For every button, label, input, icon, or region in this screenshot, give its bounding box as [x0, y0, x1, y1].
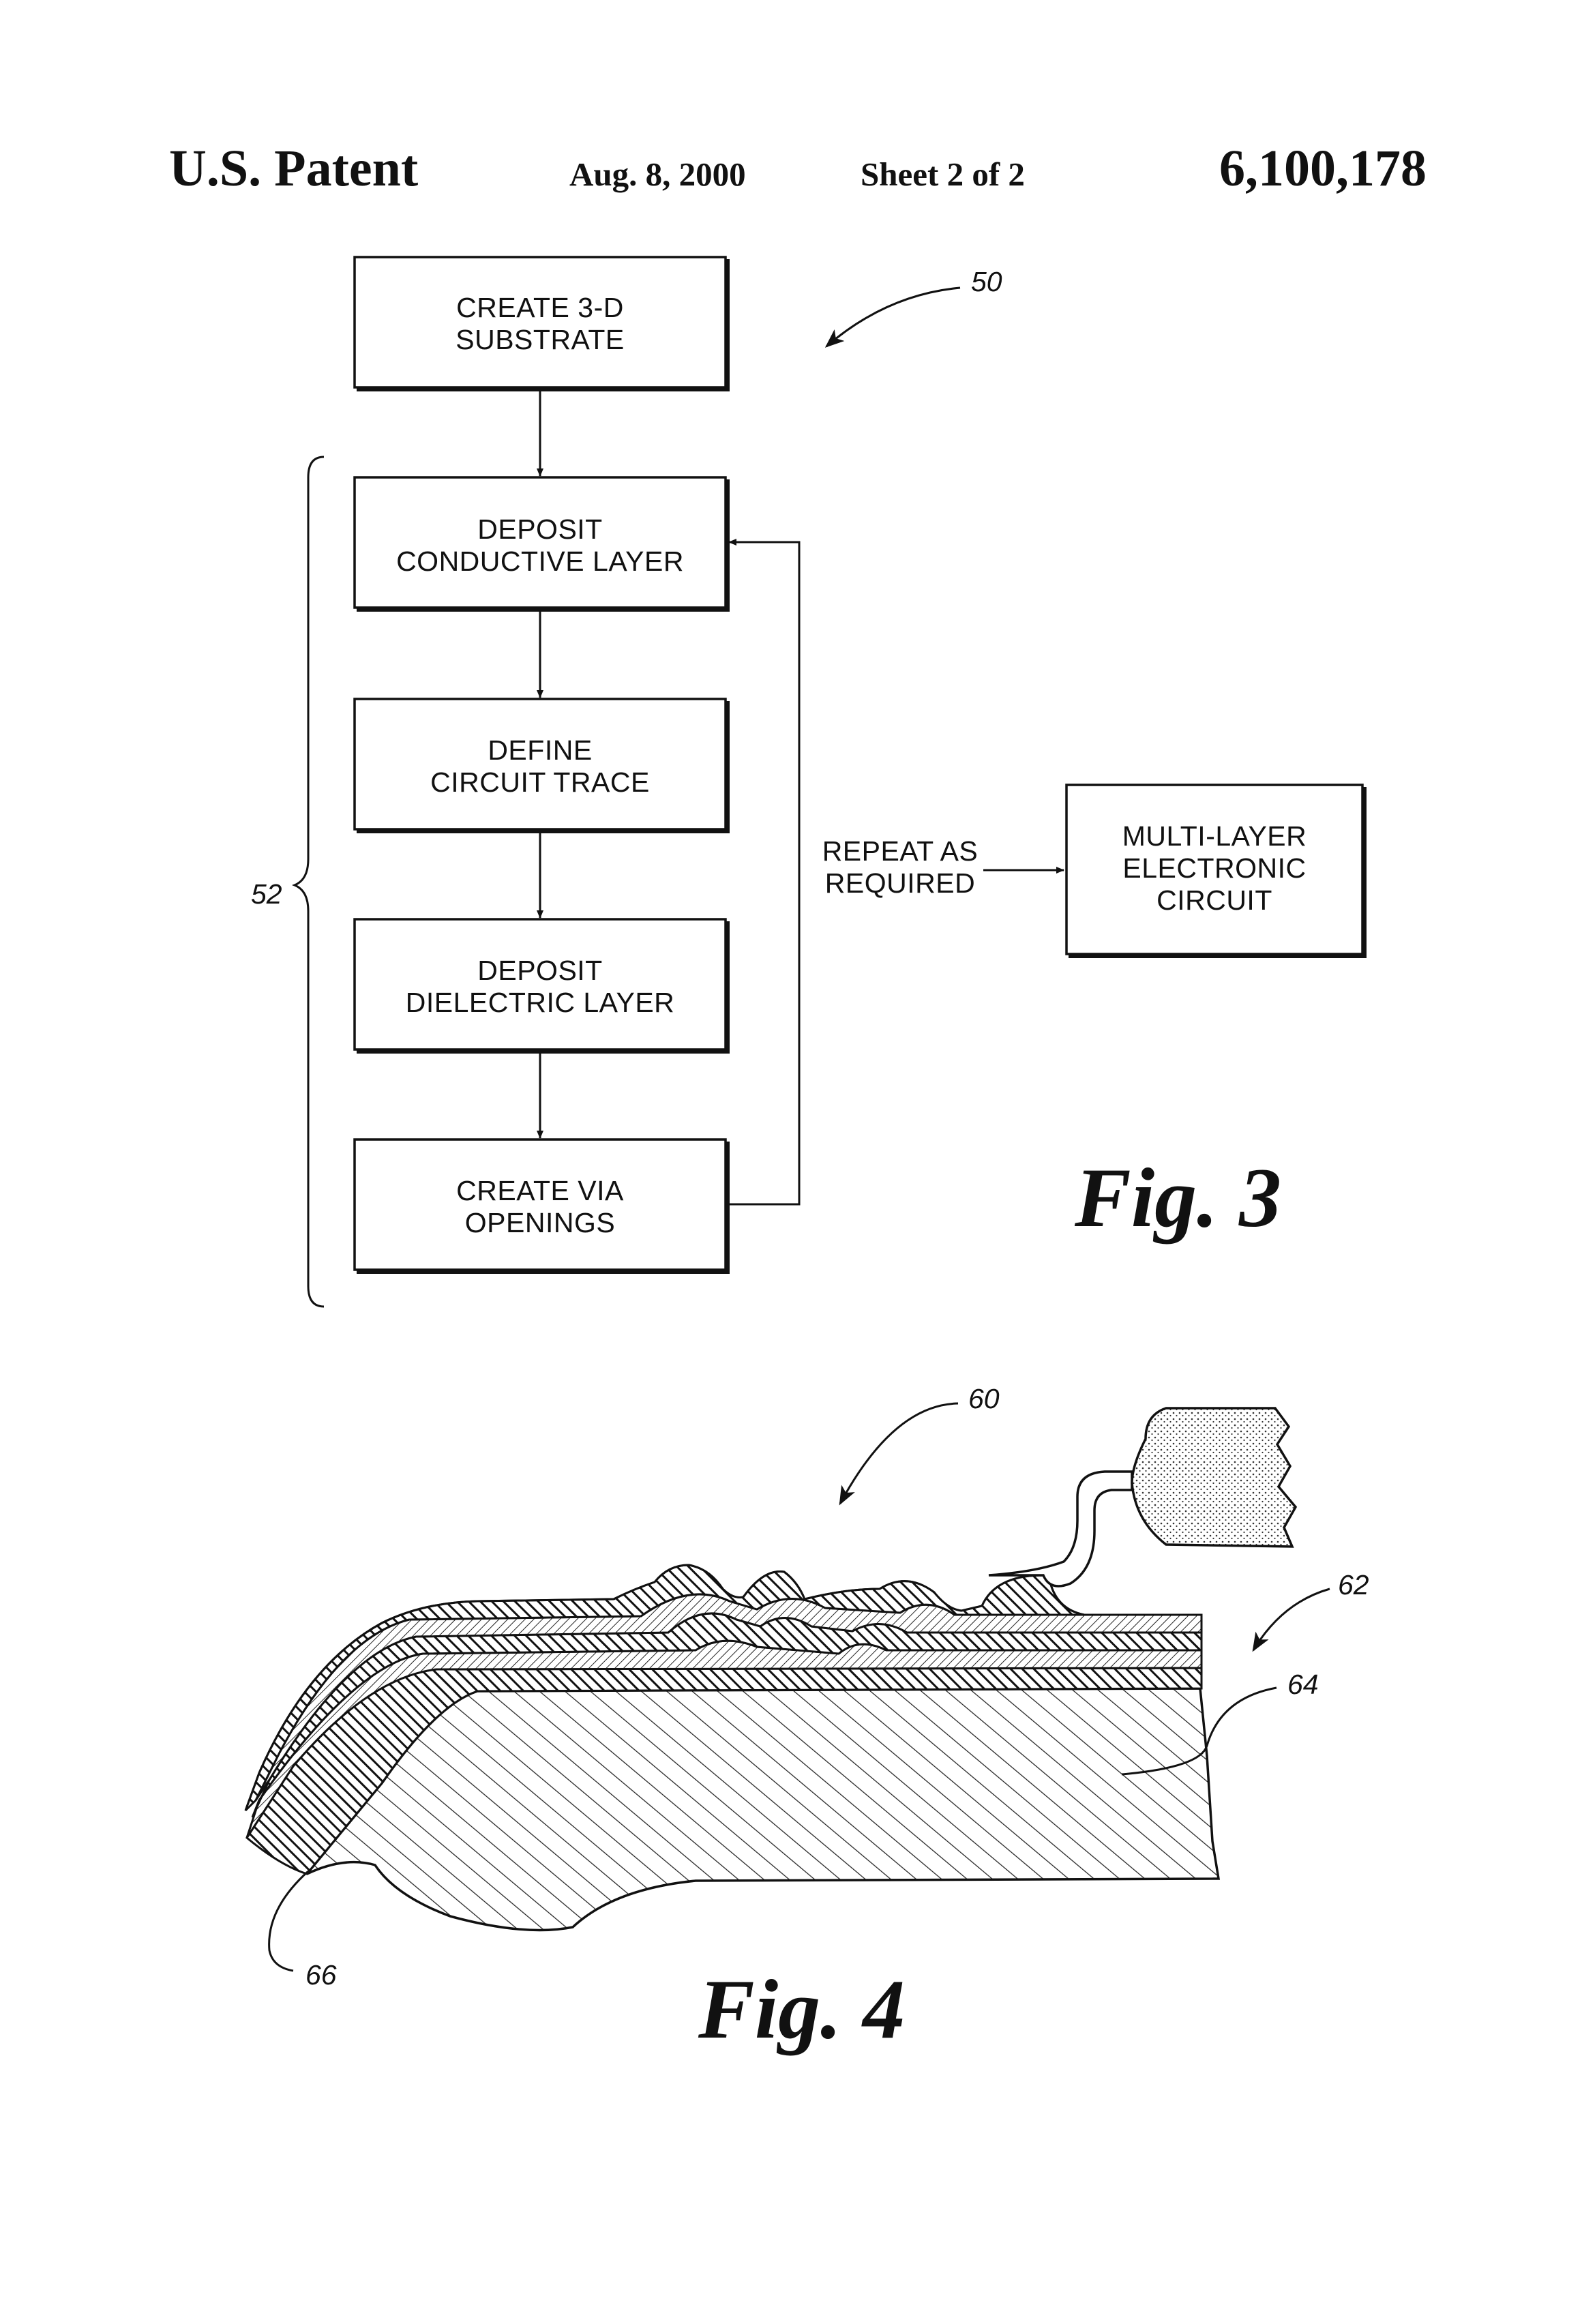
fig3-caption: Fig. 3 — [1074, 1151, 1281, 1245]
ref-50-leader — [826, 288, 960, 346]
substrate-64 — [307, 1688, 1219, 1930]
flow-box-label: DEFINE — [488, 734, 592, 766]
ref-52: 52 — [251, 878, 282, 910]
flow-box-label: OPENINGS — [465, 1207, 615, 1238]
flow-box-label: CIRCUIT TRACE — [430, 766, 650, 798]
flow-box-label: DEPOSIT — [477, 955, 602, 986]
electronic-component — [1132, 1408, 1296, 1547]
header-date: Aug. 8, 2000 — [569, 155, 746, 193]
flow-box-label: SUBSTRATE — [456, 324, 625, 355]
wire-lead — [989, 1472, 1132, 1586]
flow-box-label: ELECTRONIC — [1122, 852, 1306, 884]
bracket-52 — [295, 457, 324, 1307]
flow-box-label: CONDUCTIVE LAYER — [396, 546, 684, 577]
flow-box-multilayer-circuit: MULTI-LAYER ELECTRONIC CIRCUIT — [1066, 785, 1364, 956]
ref-60-leader — [840, 1403, 958, 1504]
flow-box-label: CIRCUIT — [1156, 884, 1272, 916]
fig4-caption: Fig. 4 — [698, 1963, 905, 2056]
header-sheet: Sheet 2 of 2 — [861, 155, 1025, 193]
fig3-flowchart: CREATE 3-D SUBSTRATE DEPOSIT CONDUCTIVE … — [251, 257, 1364, 1307]
flow-box-deposit-dielectric: DEPOSIT DIELECTRIC LAYER — [355, 919, 728, 1052]
header-left: U.S. Patent — [169, 140, 418, 197]
repeat-label: REPEAT AS — [822, 835, 979, 867]
loop-back-arrow — [728, 542, 799, 1204]
flow-box-define-trace: DEFINE CIRCUIT TRACE — [355, 699, 728, 831]
flow-box-label: DIELECTRIC LAYER — [406, 987, 675, 1018]
fig4-cross-section: 60 62 64 66 Fig. 4 — [245, 1383, 1369, 2056]
header-patent-number: 6,100,178 — [1219, 140, 1427, 197]
flow-box-create-substrate: CREATE 3-D SUBSTRATE — [355, 257, 728, 389]
flow-box-label: DEPOSIT — [477, 513, 602, 545]
ref-62-leader — [1253, 1589, 1330, 1650]
ref-66-leader — [269, 1871, 308, 1971]
flow-box-label: CREATE VIA — [456, 1175, 624, 1206]
flow-box-create-via: CREATE VIA OPENINGS — [355, 1139, 728, 1272]
ref-66: 66 — [305, 1959, 337, 1991]
flow-box-deposit-conductive: DEPOSIT CONDUCTIVE LAYER — [355, 477, 728, 610]
flow-box-label: CREATE 3-D — [456, 292, 624, 323]
repeat-label: REQUIRED — [825, 867, 975, 899]
ref-50: 50 — [971, 266, 1002, 297]
flow-box-label: MULTI-LAYER — [1122, 820, 1307, 852]
ref-62: 62 — [1338, 1569, 1369, 1600]
ref-64: 64 — [1287, 1669, 1319, 1700]
ref-60: 60 — [968, 1383, 1000, 1414]
